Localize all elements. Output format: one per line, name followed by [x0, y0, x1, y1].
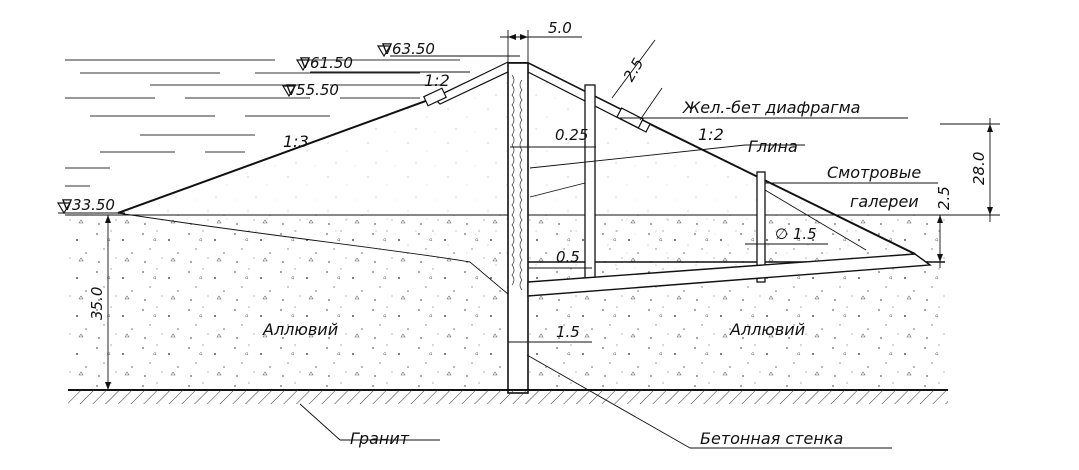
downstream-slope-label: 1:2	[698, 125, 724, 144]
alluvium-left-label: Аллювий	[262, 320, 338, 339]
alluvium-right-label: Аллювий	[729, 320, 805, 339]
diaphragm-lower	[756, 171, 766, 283]
water-max-elevation-mark	[295, 59, 470, 73]
gallery-diameter-label: ∅ 1.5	[775, 225, 817, 243]
wall-thickness-label: 1.5	[556, 323, 580, 341]
gallery-offset-label: 2.5	[935, 186, 953, 210]
clay-thickness-dimension	[611, 39, 663, 121]
granite-hatch	[68, 390, 948, 404]
concrete-wall-label: Бетонная стенка	[700, 429, 843, 448]
diaphragm-upper	[584, 84, 596, 281]
upstream-top-slope-label: 1:2	[424, 71, 450, 90]
water-normal-elevation-label: ∇55.50	[285, 81, 339, 99]
concrete-wall-texture	[511, 74, 523, 291]
crest-width-label: 5.0	[548, 19, 572, 37]
diaphragm-bottom-thickness-label: 0.5	[556, 248, 580, 266]
granite-label: Гранит	[350, 429, 410, 448]
seepage-curve	[117, 212, 516, 301]
reservoir-water-lines	[65, 59, 460, 187]
upstream-main-slope-label: 1:3	[283, 132, 309, 151]
clay-thickness-label: 2.5	[620, 55, 648, 85]
crest-elevation-mark	[376, 45, 520, 58]
leader-lines	[299, 117, 938, 449]
alluvium-depth-dimension	[105, 215, 111, 390]
diaphragm-label: Жел.-бет диафрагма	[682, 98, 860, 117]
gallery-offset-dimension	[937, 215, 943, 268]
water-normal-elevation-mark	[281, 85, 297, 98]
crest-elevation-label: ∇63.50	[381, 40, 435, 58]
concrete-wall	[507, 62, 529, 394]
galleries-label-line1: Смотровые	[827, 163, 921, 182]
crest-width-dimension	[500, 30, 582, 63]
galleries-label-line2: галереи	[850, 192, 919, 211]
alluvium-depth-label: 35.0	[88, 287, 106, 320]
base-drain	[527, 253, 932, 297]
clay-label: Глина	[748, 137, 798, 156]
height-label: 28.0	[970, 152, 988, 185]
upstream-toe-elevation-label: ∇33.50	[61, 196, 115, 214]
diaphragm-top-thickness-label: 0.25	[555, 126, 588, 144]
upstream-toe-block	[423, 87, 447, 107]
height-dimension	[940, 118, 1000, 222]
upstream-toe-elevation-mark	[56, 202, 125, 215]
water-max-elevation-label: ∇61.50	[299, 54, 353, 72]
